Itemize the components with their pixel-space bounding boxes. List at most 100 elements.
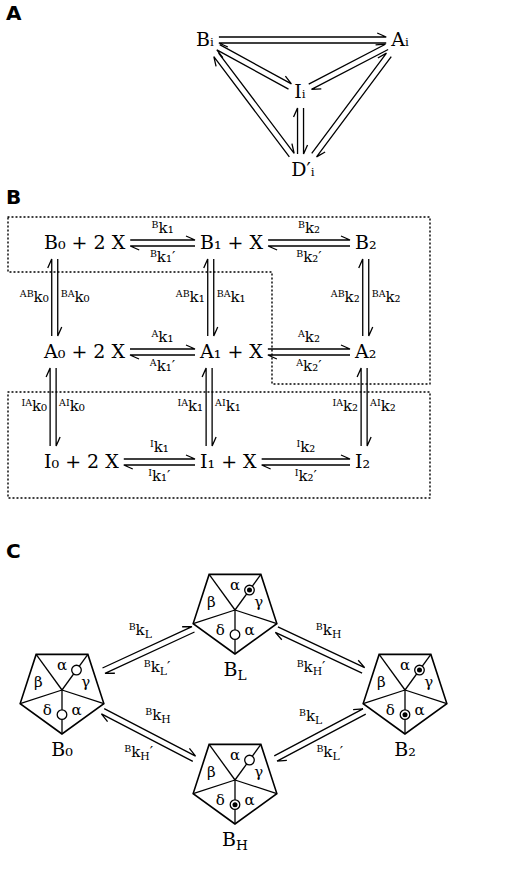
site-ring: [400, 710, 410, 720]
species-text: I₂: [355, 451, 370, 473]
text-run: δ: [216, 791, 225, 809]
panel-letter: B: [6, 186, 21, 209]
species-text: D′ᵢ: [291, 159, 314, 181]
species-text: I₀ + 2 X: [44, 451, 119, 473]
bound-ligand: [417, 668, 422, 673]
rate-constant: ᴬk₁: [152, 329, 174, 346]
text-run: B₂: [394, 738, 416, 760]
text-run: ᴮk: [124, 743, 140, 761]
text-run: α: [57, 656, 67, 674]
subunit-label: β: [34, 675, 43, 690]
species-label: B₁ + X: [200, 232, 263, 254]
rate-constant: ᴵk₁: [150, 439, 169, 456]
text-run: γ: [81, 673, 90, 691]
state-label: BH: [222, 829, 248, 854]
text-run: δ: [43, 701, 52, 719]
subunit-label: γ: [254, 595, 263, 610]
subunit-label: α: [72, 703, 82, 718]
text-run: B₁ + X: [200, 231, 263, 253]
text-run: I₁ + X: [200, 450, 257, 472]
text-run: ᴵᴬk₁: [177, 397, 203, 415]
text-run: A₀ + 2 X: [44, 340, 125, 362]
binding-site: [245, 755, 255, 765]
pentagon-outline: [193, 744, 277, 824]
bound-ligand: [233, 802, 238, 807]
text-run: L: [315, 714, 322, 727]
text-run: ′: [167, 658, 170, 676]
subunit-label: γ: [81, 675, 90, 690]
text-run: ᴮk: [316, 621, 332, 639]
binding-site: [415, 665, 425, 675]
species-label: Iᵢ: [294, 81, 305, 103]
subunit-boundary: [405, 690, 447, 704]
species-label: I₂: [355, 451, 370, 473]
text-run: α: [400, 656, 410, 674]
reaction-arrow: [317, 57, 392, 157]
subunit-label: α: [245, 623, 255, 638]
text-run: L: [145, 628, 152, 641]
text-run: I₂: [355, 450, 370, 472]
receptor-pentagon: αβγδαB₀: [17, 645, 107, 735]
pentagon-outline: [193, 574, 277, 654]
text-run: γ: [254, 593, 263, 611]
text-run: γ: [424, 673, 433, 691]
text-run: δ: [216, 621, 225, 639]
text-run: ᴮk₂′: [296, 248, 321, 266]
text-run: ′: [340, 743, 343, 761]
rate-constant: ᴮkL′: [144, 659, 171, 678]
text-run: ᴬᴮk₀: [20, 288, 49, 306]
panel-letter: A: [6, 2, 21, 25]
binding-site: [57, 710, 67, 720]
reaction-arrow: [219, 43, 386, 47]
rate-constant: ᴬᴮk₂: [331, 289, 360, 306]
rate-constant: ᴮᴬk₂: [372, 289, 401, 306]
text-run: ᴮᴬk₂: [372, 288, 401, 306]
text-run: γ: [254, 763, 263, 781]
subunit-label: δ: [216, 623, 225, 638]
text-run: ′: [150, 743, 153, 761]
subunit-label: γ: [424, 675, 433, 690]
subunit-label: α: [230, 578, 240, 593]
state-label: BL: [223, 659, 246, 684]
text-run: ᴵk₁′: [148, 467, 170, 485]
rate-constant: ᴮᴬk₁: [217, 289, 246, 306]
subunit-label: β: [207, 595, 216, 610]
reaction-arrow: [214, 57, 290, 157]
rate-constant: ᴵk₂′: [295, 468, 317, 485]
text-run: α: [72, 701, 82, 719]
text-run: ᴬᴵk₂: [370, 397, 396, 415]
text-run: α: [415, 701, 425, 719]
species-label: A₂: [355, 341, 376, 363]
rate-constant: ᴬk₁′: [150, 358, 175, 375]
text-run: ᴵk₁: [150, 438, 169, 456]
site-ring: [230, 800, 240, 810]
reaction-arrow: [217, 50, 289, 89]
rate-constant: ᴬᴵk₁: [215, 398, 241, 415]
text-run: β: [377, 673, 386, 691]
species-text: B₀ + 2 X: [44, 232, 125, 254]
text-run: ᴮk: [129, 621, 145, 639]
text-run: ᴮk₁′: [150, 248, 175, 266]
species-label: B₂: [355, 232, 377, 254]
text-run: H: [140, 750, 149, 763]
site-ring: [245, 755, 255, 765]
subunit-boundary: [193, 780, 235, 794]
panel-letter: C: [6, 540, 21, 563]
text-run: Bᵢ: [196, 28, 214, 50]
bound-ligand: [403, 712, 408, 717]
text-run: B: [222, 828, 236, 850]
subunit-label: δ: [43, 703, 52, 718]
pentagon-outline: [20, 654, 104, 734]
text-run: ᴵk₂: [296, 438, 315, 456]
rate-constant: ᴮkH′: [297, 659, 326, 678]
text-run: α: [245, 621, 255, 639]
text-run: ᴮk: [145, 706, 161, 724]
text-run: ᴬk₂′: [296, 357, 321, 375]
receptor-pentagon: αβγδαBH: [190, 735, 280, 825]
text-run: ᴮk: [299, 707, 315, 725]
connector-group: [46, 33, 391, 761]
species-label: A₁ + X: [200, 341, 263, 363]
site-ring: [245, 585, 255, 595]
